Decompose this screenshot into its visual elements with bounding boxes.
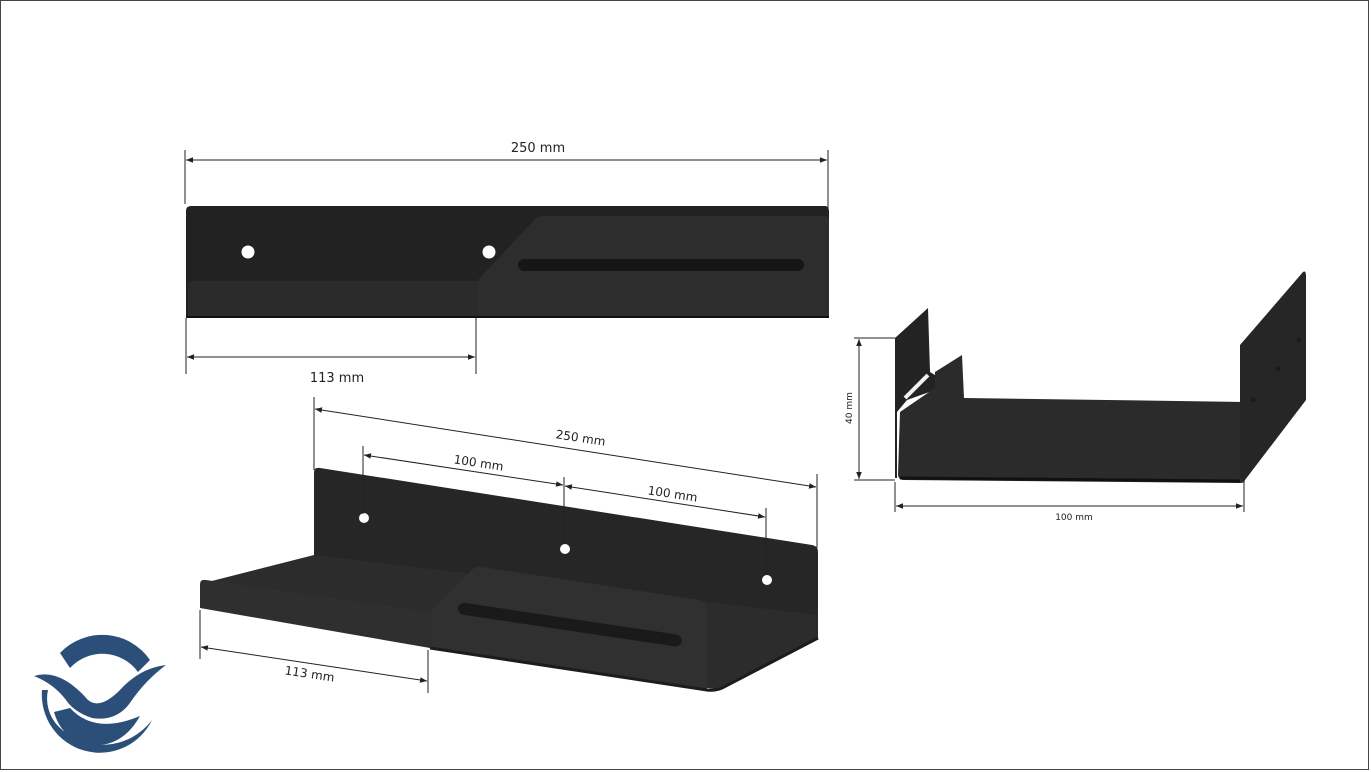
hole-spacing-1-label: 100 mm xyxy=(453,452,505,473)
seagull-circle-logo xyxy=(34,634,166,753)
shelf-front-low-lip xyxy=(188,281,478,318)
side-view: 40 mm 100 mm xyxy=(845,271,1306,523)
side-profile-base xyxy=(898,355,1245,483)
side-depth-label: 100 mm xyxy=(1055,513,1093,523)
front-view: 250 mm 113 mm xyxy=(184,141,829,386)
side-profile-right-wall xyxy=(1240,271,1306,480)
mounting-hole xyxy=(241,245,255,259)
perspective-view: 250 mm 100 mm 100 mm 113 mm xyxy=(199,397,819,693)
perspective-offset-length-label: 113 mm xyxy=(284,663,336,684)
side-height-label: 40 mm xyxy=(845,392,855,424)
front-offset-length-label: 113 mm xyxy=(310,371,364,386)
side-profile-left-wall xyxy=(895,308,935,478)
hole-spacing-2-label: 100 mm xyxy=(647,483,699,504)
mounting-hole xyxy=(560,544,570,554)
drain-slot xyxy=(458,602,682,647)
drain-slot xyxy=(518,259,804,271)
perspective-overall-length-label: 250 mm xyxy=(555,427,607,449)
mounting-hole xyxy=(482,245,496,259)
shelf-low-front-lip xyxy=(200,579,430,648)
mounting-hole xyxy=(762,575,772,585)
mounting-hole xyxy=(359,513,369,523)
front-overall-length-label: 250 mm xyxy=(511,141,565,156)
